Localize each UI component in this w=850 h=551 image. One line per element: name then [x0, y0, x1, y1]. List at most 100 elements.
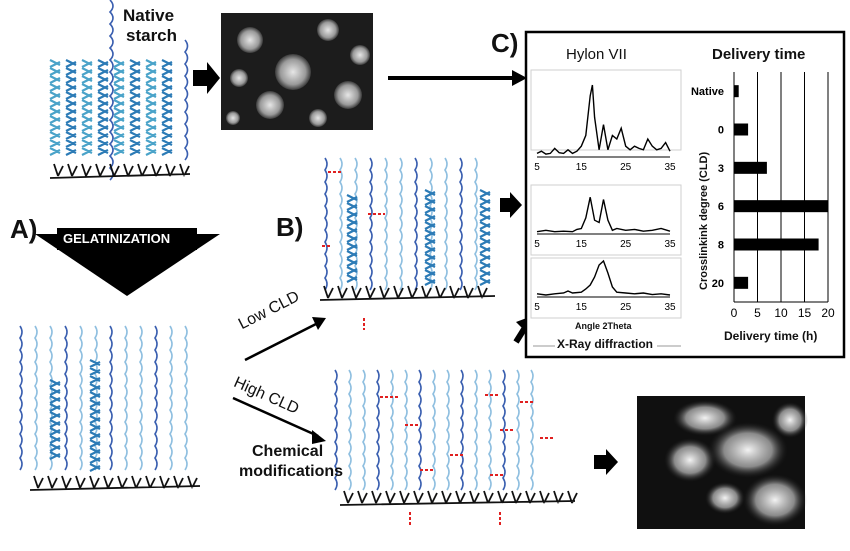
- starch-chain-schematics: [19, 0, 578, 525]
- bar-0: [734, 123, 749, 136]
- chain-strand: [362, 369, 366, 491]
- chain-strand: [418, 369, 422, 491]
- chain-strand: [334, 369, 338, 491]
- xrd-tick-label: 5: [534, 302, 540, 313]
- flow-arrows: [35, 62, 618, 475]
- chain-strand: [369, 157, 373, 291]
- bar-tick-label: 0: [731, 306, 738, 320]
- amylopectin-helix: [65, 59, 77, 156]
- bar-category-label: 3: [718, 163, 724, 175]
- xrd-xlabel: Angle 2Theta: [575, 321, 632, 331]
- residual-helix: [424, 189, 436, 286]
- bar-3: [734, 161, 767, 174]
- amylopectin-helix: [49, 59, 61, 156]
- branch-points: [29, 475, 201, 491]
- bar-category-label: 6: [718, 201, 724, 213]
- amylose-chain: [108, 0, 114, 181]
- delivery-ylabel: Crosslinkink degree (CLD): [698, 151, 710, 290]
- native-starch-label-line2: starch: [126, 26, 178, 45]
- chain-strand: [432, 369, 436, 491]
- chain-strand: [384, 157, 388, 291]
- bar-8: [734, 238, 819, 251]
- chain-strand: [460, 369, 464, 491]
- amylopectin-helix: [129, 59, 141, 156]
- residual-helix: [89, 359, 101, 472]
- modified-starch-micrograph: [637, 396, 808, 529]
- bar-category-label: Native: [691, 86, 724, 98]
- chain-strand: [376, 369, 380, 491]
- amylopectin-helix: [81, 59, 93, 156]
- xrd-tick-label: 35: [664, 162, 676, 173]
- xrd-tick-label: 5: [534, 239, 540, 250]
- delivery-bar-chart: 0 5 10 15 20 Native 0 3 6 8 20: [691, 72, 835, 320]
- chain-strand: [414, 157, 418, 291]
- chain-strand: [516, 369, 520, 491]
- chain-strand: [348, 369, 352, 491]
- chemical-modifications-label-line2: modifications: [239, 463, 344, 480]
- gelatinization-label: GELATINIZATION: [63, 231, 171, 246]
- xrd-tick-label: 25: [620, 239, 632, 250]
- gelatinized-chain: [94, 325, 98, 471]
- panel-b-label: B): [276, 212, 304, 242]
- bar-tick-label: 20: [821, 306, 835, 320]
- xrd-trace-2: [536, 197, 671, 233]
- chain-strand: [390, 369, 394, 491]
- chain-strand: [324, 157, 328, 291]
- gelatinized-chain: [184, 325, 188, 471]
- bar-category-label: 0: [718, 125, 724, 137]
- xrd-title: Hylon VII: [566, 46, 627, 63]
- chain-strand: [474, 157, 478, 291]
- gelatinized-chain: [109, 325, 113, 471]
- gelatinized-chain: [154, 325, 158, 471]
- panel-c-label: C): [491, 28, 519, 58]
- branch-points: [339, 490, 578, 506]
- xrd-tick-label: 5: [534, 162, 540, 173]
- bar-native: [734, 85, 739, 98]
- delivery-title: Delivery time: [712, 46, 806, 63]
- xrd-tick-label: 35: [664, 239, 676, 250]
- xrd-tick-label: 35: [664, 302, 676, 313]
- branch-points: [319, 285, 496, 301]
- residual-helix: [479, 189, 491, 286]
- crosslink-bonds: [322, 171, 385, 330]
- amylopectin-helix: [97, 59, 109, 156]
- amylopectin-helix: [145, 59, 157, 156]
- xrd-trace-1: [536, 84, 671, 155]
- chain-strand: [404, 369, 408, 491]
- xrd-tick-label: 25: [620, 302, 632, 313]
- chain-strand: [474, 369, 478, 491]
- gelatinized-chain: [19, 325, 23, 471]
- chain-strand: [444, 157, 448, 291]
- native-starch-label-line1: Native: [123, 6, 175, 25]
- chemical-modifications-label-line1: Chemical: [252, 443, 324, 460]
- gelatinized-chain: [79, 325, 83, 471]
- branch-points: [49, 163, 191, 179]
- gelatinized-chain: [139, 325, 143, 471]
- gelatinized-chain: [34, 325, 38, 471]
- amylopectin-helix: [113, 59, 125, 156]
- bar-category-label: 20: [712, 278, 724, 290]
- xrd-caption: X-Ray diffraction: [557, 337, 654, 351]
- bar-tick-label: 10: [774, 306, 788, 320]
- gelatinized-chain: [49, 325, 53, 471]
- chain-strand: [446, 369, 450, 491]
- delivery-xlabel: Delivery time (h): [724, 329, 818, 343]
- xrd-tick-label: 15: [576, 239, 588, 250]
- amylopectin-helix: [161, 59, 173, 156]
- bar-tick-label: 5: [754, 306, 761, 320]
- bar-6: [734, 200, 828, 213]
- xrd-tick-label: 15: [576, 302, 588, 313]
- chain-strand: [488, 369, 492, 491]
- chain-strand: [530, 369, 534, 491]
- gelatinized-chain: [64, 325, 68, 471]
- panel-a-label: A): [10, 214, 38, 244]
- xrd-tick-label: 25: [620, 162, 632, 173]
- residual-helix: [49, 379, 61, 460]
- gelatinized-chain: [124, 325, 128, 471]
- bar-tick-label: 15: [798, 306, 812, 320]
- bar-category-label: 8: [718, 240, 724, 252]
- amylose-chain: [183, 39, 189, 161]
